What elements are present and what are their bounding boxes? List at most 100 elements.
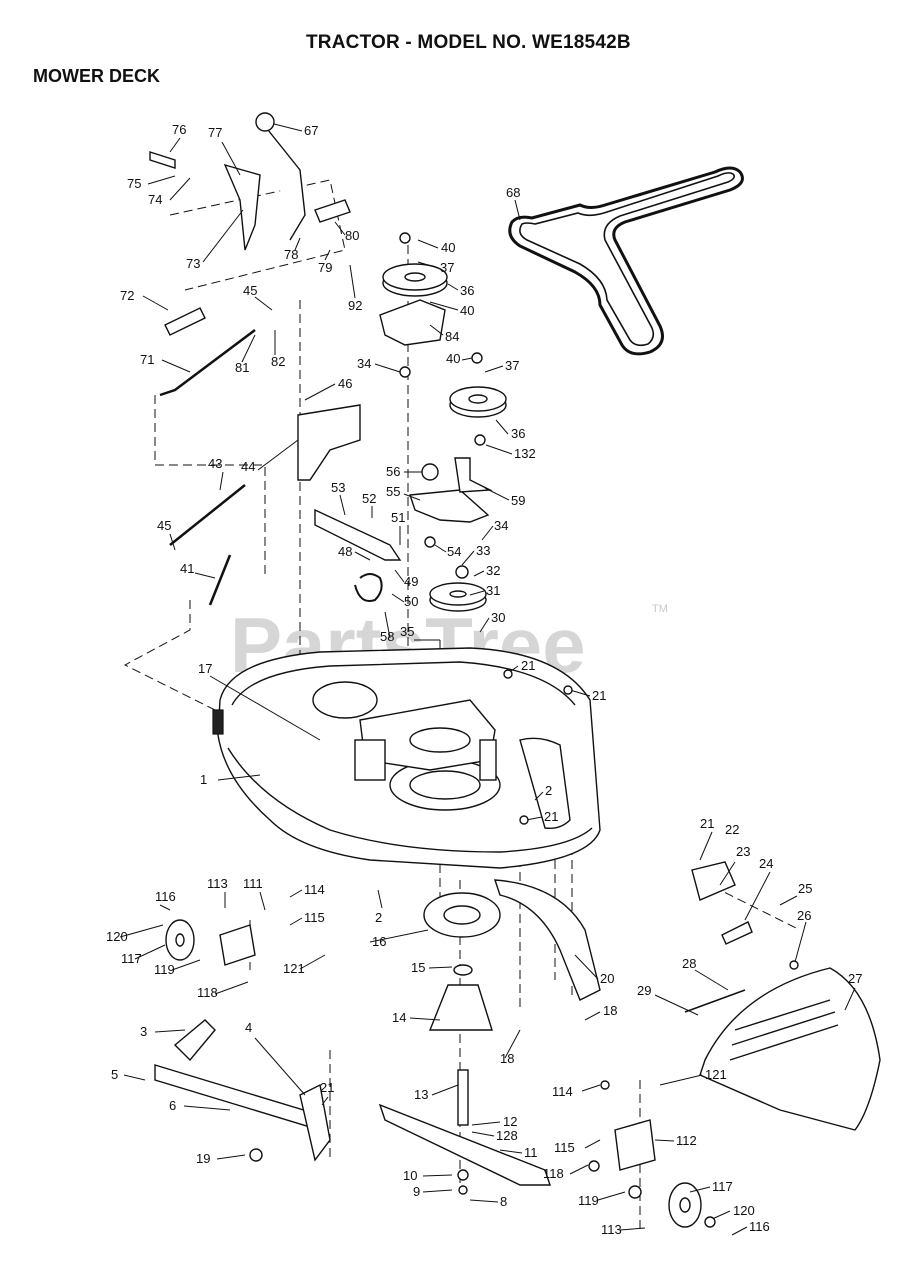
- callout-label: 2: [545, 783, 552, 798]
- rod-29: [684, 989, 746, 1013]
- callout-label: 34: [494, 518, 508, 533]
- callout-label: 119: [154, 962, 175, 977]
- callout-label: 118: [197, 985, 218, 1000]
- callout-label: 115: [554, 1140, 575, 1155]
- callout-label: 117: [121, 951, 142, 966]
- callout-label: 54: [447, 544, 461, 559]
- hanger-41: [208, 554, 232, 606]
- callout-label: 3: [140, 1024, 147, 1039]
- mandrel-pulleys: [382, 263, 507, 612]
- callout-label: 116: [155, 889, 176, 904]
- callout-label: 25: [798, 881, 812, 896]
- callout-label: 46: [338, 376, 352, 391]
- callout-label: 92: [348, 298, 362, 313]
- callout-label: 16: [372, 934, 386, 949]
- baffle-20: [494, 879, 601, 1001]
- callout-label: 78: [284, 247, 298, 262]
- callout-label: 120: [106, 929, 128, 944]
- callout-label: 12: [503, 1114, 517, 1129]
- belt-guard: [297, 404, 361, 481]
- callout-label: 55: [386, 484, 400, 499]
- callout-label: 120: [733, 1203, 755, 1218]
- discharge-chute: [699, 967, 881, 1131]
- blade-11: [378, 1103, 551, 1186]
- bracket-3: [173, 1019, 216, 1062]
- callout-label: 115: [304, 910, 325, 925]
- callout-label: 2: [375, 910, 382, 925]
- callout-label: 30: [491, 610, 505, 625]
- deck-idler-assembly: [354, 699, 497, 781]
- callout-label: 17: [198, 661, 212, 676]
- callout-label: 128: [496, 1128, 518, 1143]
- callout-label: 73: [186, 256, 200, 271]
- callout-label: 43: [208, 456, 222, 471]
- callout-label: 13: [414, 1087, 428, 1102]
- spring-80: [314, 199, 351, 223]
- callout-label: 80: [345, 228, 359, 243]
- page-title: TRACTOR - MODEL NO. WE18542B: [306, 32, 631, 53]
- callout-label: 76: [172, 122, 186, 137]
- bracket-84: [379, 299, 446, 346]
- callout-label: 68: [506, 185, 520, 200]
- section-title: MOWER DECK: [33, 66, 160, 86]
- callout-label: 72: [120, 288, 134, 303]
- callout-label: 10: [403, 1168, 417, 1183]
- callout-label: 116: [749, 1219, 770, 1234]
- callout-label: 48: [338, 544, 352, 559]
- callout-label: 40: [441, 240, 455, 255]
- callout-label: 77: [208, 125, 222, 140]
- drive-belt: [508, 166, 744, 356]
- bracket-22-23: [691, 861, 736, 901]
- lift-lever: [149, 112, 306, 251]
- spring-24: [721, 921, 753, 945]
- bar-6: [154, 1064, 321, 1131]
- callout-label: 114: [304, 882, 325, 897]
- watermark-tm: TM: [652, 603, 668, 615]
- callout-label: 21: [700, 816, 714, 831]
- callout-label: 67: [304, 123, 318, 138]
- callout-label: 21: [592, 688, 606, 703]
- callout-label: 45: [243, 283, 257, 298]
- callout-label: 45: [157, 518, 171, 533]
- callout-label: 28: [682, 956, 696, 971]
- callout-label: 82: [271, 354, 285, 369]
- spring-58: [354, 573, 383, 602]
- callout-label: 40: [460, 303, 474, 318]
- callout-label: 111: [243, 876, 263, 891]
- callout-label: 113: [207, 876, 228, 891]
- callout-label: 49: [404, 574, 418, 589]
- callout-label: 14: [392, 1010, 406, 1025]
- callout-label: 75: [127, 176, 141, 191]
- callout-label: 79: [318, 260, 332, 275]
- callout-label: 33: [476, 543, 490, 558]
- callout-label: 44: [241, 459, 255, 474]
- spring-72: [164, 307, 206, 336]
- callout-label: 81: [235, 360, 249, 375]
- callout-label: 36: [460, 283, 474, 298]
- callout-label: 19: [196, 1151, 210, 1166]
- blade-spindle: [423, 892, 501, 1126]
- callout-label: 132: [514, 446, 536, 461]
- callout-label: 119: [578, 1193, 599, 1208]
- callout-label: 51: [391, 510, 405, 525]
- callout-label: 71: [140, 352, 154, 367]
- callout-label: 53: [331, 480, 345, 495]
- callout-label: 15: [411, 960, 425, 975]
- callout-label: 1: [200, 772, 207, 787]
- callout-label: 36: [511, 426, 525, 441]
- callout-labels: 76 77 67 75 74 80 73 78 79 92 40 37 36 4…: [106, 122, 862, 1237]
- callout-label: 117: [712, 1179, 733, 1194]
- callout-label: 29: [637, 983, 651, 998]
- callout-label: 9: [413, 1184, 420, 1199]
- callout-label: 52: [362, 491, 376, 506]
- callout-label: 5: [111, 1067, 118, 1082]
- callout-label: 23: [736, 844, 750, 859]
- callout-label: 6: [169, 1098, 176, 1113]
- callout-label: 20: [600, 971, 614, 986]
- idler-arm-53: [314, 508, 402, 561]
- hardware: [249, 232, 799, 1228]
- callout-label: 113: [601, 1222, 622, 1237]
- callout-label: 4: [245, 1020, 252, 1035]
- callout-label: 32: [486, 563, 500, 578]
- callout-label: 35: [400, 624, 414, 639]
